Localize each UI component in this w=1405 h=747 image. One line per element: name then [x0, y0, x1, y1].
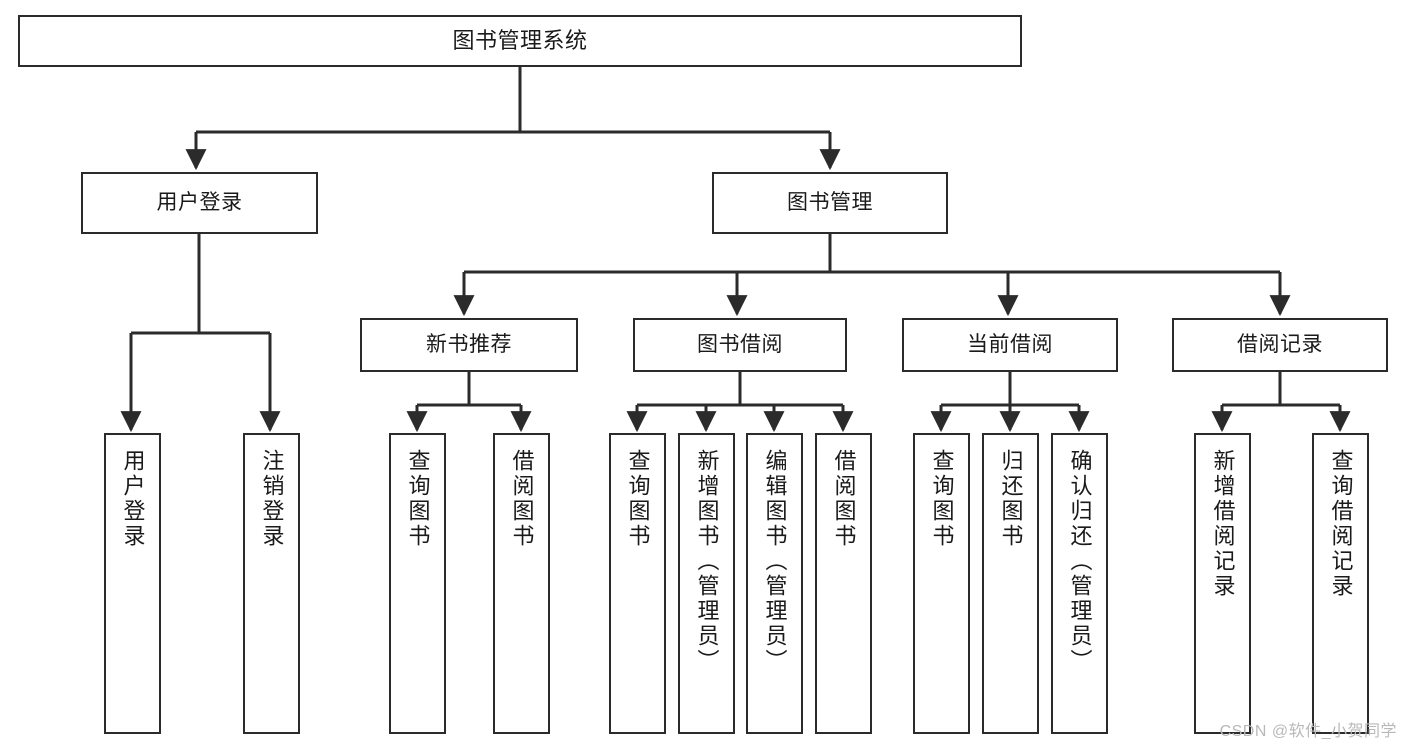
leaf-add-borrow-record[interactable]: 新增借阅记录 — [1194, 433, 1251, 734]
leaf-query-book-2[interactable]: 查询图书 — [609, 433, 666, 734]
csdn-watermark: CSDN @软件_小贺同学 — [1219, 723, 1397, 740]
node-new-book-recommend[interactable]: 新书推荐 — [360, 318, 578, 372]
leaf-borrow-book-1[interactable]: 借阅图书 — [493, 433, 550, 734]
node-current-borrow[interactable]: 当前借阅 — [902, 318, 1118, 372]
node-label: 当前借阅 — [967, 332, 1053, 356]
node-label: 图书管理 — [787, 190, 873, 214]
leaf-borrow-book-2[interactable]: 借阅图书 — [815, 433, 872, 734]
node-root-system[interactable]: 图书管理系统 — [18, 15, 1022, 67]
node-label: 借阅图书 — [509, 449, 535, 549]
leaf-logout[interactable]: 注销登录 — [243, 433, 300, 734]
node-label: 查询借阅记录 — [1328, 449, 1354, 599]
node-book-management[interactable]: 图书管理 — [712, 172, 948, 234]
node-label: 用户登录 — [156, 190, 243, 214]
leaf-edit-book-admin[interactable]: 编辑图书（管理员） — [746, 433, 803, 734]
node-label: 借阅图书 — [831, 449, 857, 549]
node-label: 确认归还（管理员） — [1067, 449, 1093, 674]
node-borrow-record[interactable]: 借阅记录 — [1172, 318, 1388, 372]
leaf-return-book[interactable]: 归还图书 — [982, 433, 1039, 734]
node-label: 编辑图书（管理员） — [762, 449, 788, 674]
node-label: 查询图书 — [929, 449, 955, 549]
node-label: 归还图书 — [998, 449, 1024, 549]
node-label: 借阅记录 — [1237, 332, 1323, 356]
node-label: 新增图书（管理员） — [694, 449, 720, 674]
leaf-user-login[interactable]: 用户登录 — [104, 433, 161, 734]
node-label: 注销登录 — [259, 449, 285, 549]
node-label: 用户登录 — [120, 449, 146, 549]
node-label: 新书推荐 — [426, 332, 512, 356]
leaf-query-borrow-record[interactable]: 查询借阅记录 — [1312, 433, 1369, 734]
node-user-login[interactable]: 用户登录 — [81, 172, 318, 234]
node-label: 图书管理系统 — [452, 28, 588, 54]
node-label: 查询图书 — [405, 449, 431, 549]
leaf-query-book-1[interactable]: 查询图书 — [389, 433, 446, 734]
node-label: 图书借阅 — [697, 332, 783, 356]
leaf-confirm-return-admin[interactable]: 确认归还（管理员） — [1051, 433, 1108, 734]
node-label: 查询图书 — [625, 449, 651, 549]
node-book-borrow[interactable]: 图书借阅 — [633, 318, 847, 372]
leaf-query-book-3[interactable]: 查询图书 — [913, 433, 970, 734]
node-label: 新增借阅记录 — [1210, 449, 1236, 599]
leaf-add-book-admin[interactable]: 新增图书（管理员） — [678, 433, 735, 734]
